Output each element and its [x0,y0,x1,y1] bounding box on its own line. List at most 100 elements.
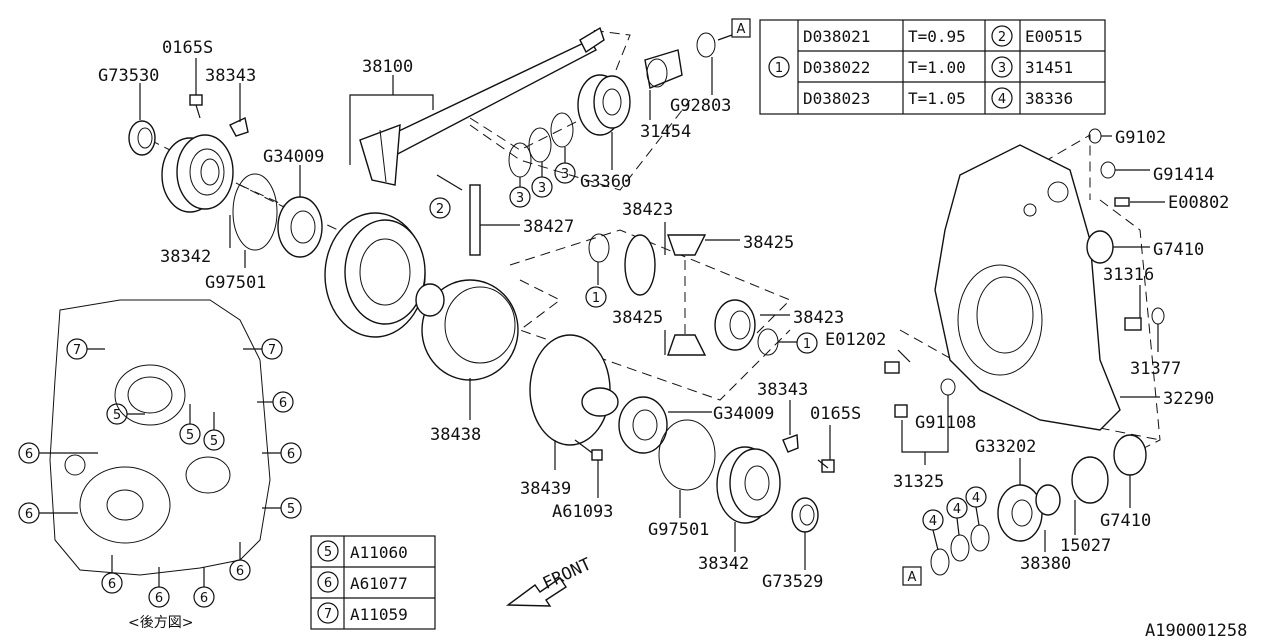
part-label[interactable]: G73530 [98,66,159,86]
bolt-0165s-top[interactable] [189,94,203,119]
part-label[interactable]: 38342 [698,554,749,574]
pinion-gear-38425-mid[interactable] [667,334,707,356]
shim-group-ref: 1 [775,61,783,76]
seal-15027[interactable] [1071,456,1109,504]
shim-ref-part[interactable]: 38336 [1025,89,1073,108]
differential-case-38439[interactable] [529,334,619,446]
part-label[interactable]: 31325 [893,472,944,492]
bearing-38342-left[interactable] [161,134,234,213]
plug-e01202[interactable] [884,361,900,374]
bearing-g3360[interactable] [577,74,631,136]
lock-plate-38343-top[interactable] [229,116,249,137]
seal-g73530[interactable] [128,120,156,156]
part-label[interactable]: 38380 [1020,554,1071,574]
pin-e00802[interactable] [1114,197,1130,207]
callout-5: 5 [186,428,194,443]
part-label[interactable]: A61093 [552,502,613,522]
bushing-38380[interactable] [1035,484,1061,516]
collar-31454[interactable] [644,49,683,89]
part-label[interactable]: 38342 [160,247,211,267]
pinion-gear-38425-top[interactable] [667,234,707,256]
part-label[interactable]: E00802 [1168,193,1229,213]
part-label[interactable]: G34009 [263,147,324,167]
o-ring-g97501-top[interactable] [232,173,278,251]
part-label[interactable]: G7410 [1100,511,1151,531]
washer-1-mid[interactable] [757,328,779,356]
shim-washers-4[interactable] [930,524,990,576]
bolt-part[interactable]: A11059 [350,605,408,624]
part-label[interactable]: G9102 [1115,128,1166,148]
part-label[interactable]: 38100 [362,57,413,77]
part-label[interactable]: 38425 [612,308,663,328]
seal-g73529[interactable] [791,497,819,533]
bolt-part[interactable]: A11060 [350,543,408,562]
part-label[interactable]: G92803 [670,96,731,116]
washer-1-top[interactable] [588,233,610,263]
part-label[interactable]: 38425 [743,233,794,253]
part-label[interactable]: 0165S [162,38,213,58]
drive-pinion-shaft-38100[interactable] [359,26,605,186]
bearing-g33202[interactable] [997,484,1043,542]
part-label[interactable]: G7410 [1153,240,1204,260]
part-label[interactable]: 15027 [1060,536,1111,556]
shim-ref: 4 [998,92,1006,107]
bolt-0165s-mid[interactable] [817,459,835,473]
bolt-part[interactable]: A61077 [350,574,408,593]
seal-g7410-top[interactable] [1086,230,1114,264]
part-labels: 0165S G73530 38343 38100 G34009 38342 G9… [98,38,1229,592]
part-label[interactable]: 38423 [622,200,673,220]
shim-ref-part[interactable]: 31451 [1025,58,1073,77]
bolt-ref: 7 [324,607,332,622]
part-label[interactable]: 32290 [1163,389,1214,409]
o-ring-g97501-mid[interactable] [658,419,716,491]
shim-table: 1 D038021 T=0.95 2 E00515 D038022 T=1.00… [759,19,1106,115]
transmission-case-32290[interactable] [934,144,1121,431]
bearing-38342-mid[interactable] [716,446,781,524]
part-label[interactable]: E01202 [825,330,886,350]
part-label[interactable]: 38439 [520,479,571,499]
part-label[interactable]: 38438 [430,425,481,445]
part-label[interactable]: G91108 [915,413,976,433]
part-label[interactable]: G97501 [205,273,266,293]
side-gear-38423-top[interactable] [624,234,656,296]
part-label[interactable]: G97501 [648,520,709,540]
plug-g9102[interactable] [1088,128,1102,144]
callout-6: 6 [155,591,163,606]
callout-5: 5 [210,434,218,449]
shim-part[interactable]: D038021 [803,27,870,46]
part-label[interactable]: G73529 [762,572,823,592]
spring-pin-2[interactable] [436,174,463,191]
sleeve-31316[interactable] [1124,317,1142,331]
o-ring-g91414[interactable] [1100,161,1116,179]
o-ring-31377[interactable] [1151,307,1165,325]
plug-31325[interactable] [894,404,908,418]
part-label[interactable]: G34009 [713,404,774,424]
seal-g7410-bot[interactable] [1113,434,1147,476]
callout-1: 1 [803,337,811,352]
part-label[interactable]: G3360 [580,172,631,192]
shim-part[interactable]: D038023 [803,89,870,108]
shim-part[interactable]: D038022 [803,58,870,77]
part-label[interactable]: 31454 [640,122,691,142]
gasket-g91108[interactable] [940,378,956,396]
side-gear-38423-mid[interactable] [714,299,756,351]
pinion-shaft-38427[interactable] [469,184,481,256]
part-label[interactable]: 38427 [523,217,574,237]
part-label[interactable]: 31316 [1103,265,1154,285]
bearing-g34009-mid[interactable] [618,396,668,454]
part-label[interactable]: G91414 [1153,165,1214,185]
part-label[interactable]: G33202 [975,437,1036,457]
differential-case-38438[interactable] [415,279,519,381]
callout-6: 6 [279,396,287,411]
lock-plate-38343-mid[interactable] [782,434,799,453]
part-label[interactable]: 38423 [793,308,844,328]
part-label[interactable]: 0165S [810,404,861,424]
shim-ref-part[interactable]: E00515 [1025,27,1083,46]
bolt-a61093[interactable] [574,439,603,461]
o-ring-g92803[interactable] [696,32,716,58]
part-label[interactable]: 38343 [757,380,808,400]
bearing-g34009-top[interactable] [277,196,323,258]
part-label[interactable]: 31377 [1130,359,1181,379]
part-label[interactable]: 38343 [205,66,256,86]
ring-gear-38100[interactable] [324,212,426,338]
